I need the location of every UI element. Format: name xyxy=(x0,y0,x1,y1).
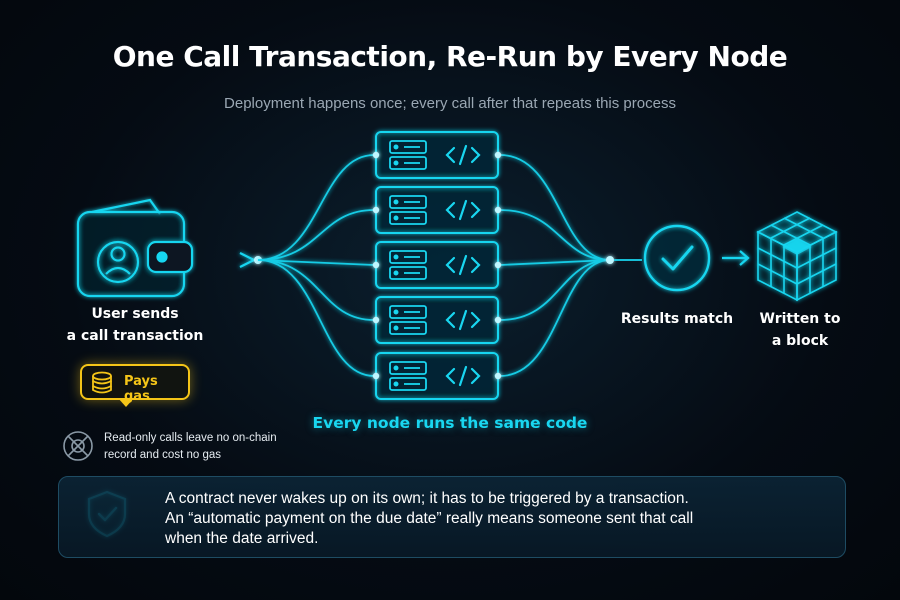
gas-bubble: Pays gas xyxy=(80,364,190,404)
code-icon xyxy=(445,365,481,387)
page-title: One Call Transaction, Re-Run by Every No… xyxy=(112,40,788,73)
checkmark-circle-icon xyxy=(643,224,711,292)
code-icon xyxy=(445,309,481,331)
fan-out-lines xyxy=(257,154,375,377)
node-box xyxy=(375,131,499,179)
code-icon xyxy=(445,254,481,276)
node-box xyxy=(375,241,499,289)
arrow-to-block xyxy=(722,250,750,266)
gas-bubble-tail xyxy=(118,398,134,407)
results-label: Results match xyxy=(620,311,734,327)
user-label: User sends a call transaction xyxy=(66,306,204,344)
readonly-note: Read-only calls leave no on-chain record… xyxy=(104,432,277,461)
server-icon xyxy=(389,305,427,335)
wallet-user-icon xyxy=(76,198,194,298)
node-box xyxy=(375,352,499,400)
no-record-icon xyxy=(63,431,93,461)
info-note-text: A contract never wakes up on its own; it… xyxy=(165,490,694,547)
server-icon xyxy=(389,250,427,280)
code-icon xyxy=(445,144,481,166)
info-note-panel: A contract never wakes up on its own; it… xyxy=(58,476,846,558)
send-streak xyxy=(196,252,262,268)
page-subtitle: Deployment happens once; every call afte… xyxy=(224,95,676,112)
block-label: Written to a block xyxy=(759,311,841,349)
server-icon xyxy=(389,140,427,170)
merge-point xyxy=(606,256,614,264)
server-icon xyxy=(389,195,427,225)
cube-block-icon xyxy=(756,211,838,302)
node-box xyxy=(375,186,499,234)
fan-in-lines xyxy=(499,154,611,377)
node-connector-dots xyxy=(372,151,502,380)
code-icon xyxy=(445,199,481,221)
nodes-caption: Every node runs the same code xyxy=(312,414,588,432)
server-icon xyxy=(389,361,427,391)
coins-icon xyxy=(92,371,112,394)
node-box xyxy=(375,296,499,344)
